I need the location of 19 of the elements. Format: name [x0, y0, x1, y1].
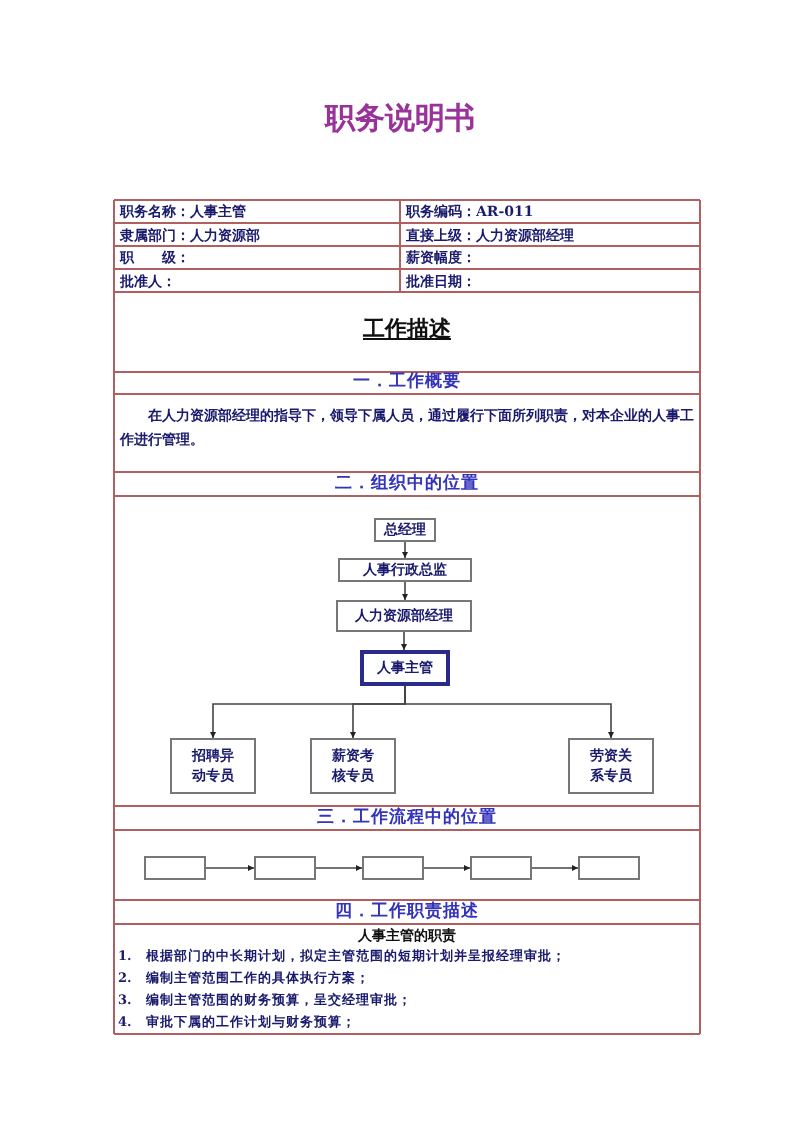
section-heading: 二．组织中的位置	[333, 474, 481, 496]
arrow	[315, 864, 363, 872]
process-box	[470, 856, 532, 880]
arrow	[400, 631, 408, 651]
arrow	[401, 581, 409, 601]
process-box	[362, 856, 424, 880]
arrow	[205, 864, 255, 872]
section-heading: 三．工作流程中的位置	[315, 806, 499, 830]
arrow	[404, 685, 615, 739]
process-box	[578, 856, 640, 880]
arrow	[401, 541, 409, 559]
section-heading: 四．工作职责描述	[333, 900, 481, 924]
arrow	[531, 864, 579, 872]
arrow	[423, 864, 471, 872]
section-title: 工作描述	[361, 314, 453, 346]
process-box	[144, 856, 206, 880]
section-heading: 一．工作概要	[351, 372, 463, 394]
process-box	[254, 856, 316, 880]
page-title: 职务说明书	[322, 100, 477, 140]
